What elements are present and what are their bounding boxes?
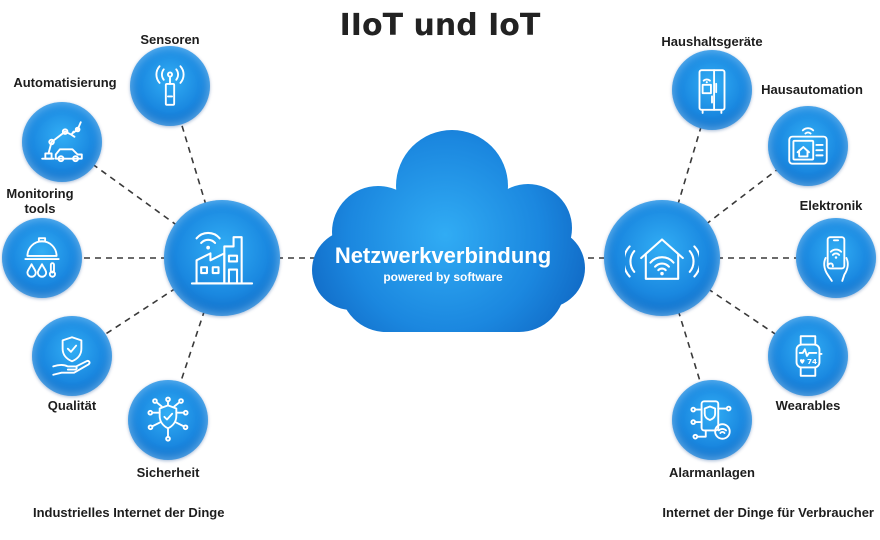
cloud-sublabel: powered by software [383, 270, 503, 284]
sensor-icon [155, 65, 185, 106]
connector-line [169, 85, 223, 259]
control-panel-icon [788, 127, 828, 165]
node-hausautomation [768, 106, 848, 186]
node-sensoren [130, 46, 210, 126]
node-elektronik [796, 218, 876, 298]
label-automatisierung: Automatisierung [13, 75, 117, 90]
factory-icon [190, 231, 254, 285]
label-monitoring-tools: Monitoring tools [6, 186, 74, 216]
alarm-phone-icon [690, 400, 732, 440]
node-qualitaet [32, 316, 112, 396]
cloud-icon [312, 130, 585, 332]
hub-consumer [604, 200, 720, 316]
label-haushaltsgeraete: Haushaltsgeräte [661, 34, 763, 49]
page-title: IIoT und IoT [339, 8, 541, 43]
node-alarmanlagen [672, 380, 752, 460]
watch-reading: 74 [807, 357, 817, 366]
security-shield-icon [147, 396, 189, 442]
label-qualitaet: Qualität [47, 398, 97, 413]
caption-consumer: Internet der Dinge für Verbraucher [662, 505, 874, 520]
caption-industrial: Industrielles Internet der Dinge [33, 505, 225, 520]
node-haushaltsgeraete [672, 50, 752, 130]
hand-shield-icon [52, 336, 91, 376]
label-wearables: Wearables [775, 398, 841, 413]
smartwatch-icon: 74 [795, 335, 823, 377]
connector-line [71, 257, 223, 357]
hub-industrial [164, 200, 280, 316]
node-monitoring-tools [2, 218, 82, 298]
smartphone-hand-icon [823, 236, 849, 282]
robot-arm-car-icon [41, 121, 83, 163]
fridge-icon [698, 69, 726, 114]
cloud-label: Netzwerkverbindung [334, 243, 552, 268]
label-alarmanlagen: Alarmanlagen [669, 465, 755, 480]
node-sicherheit [128, 380, 208, 460]
node-automatisierung [22, 102, 102, 182]
label-hausautomation: Hausautomation [761, 82, 863, 97]
node-wearables: 74 [768, 316, 848, 396]
label-sicherheit: Sicherheit [136, 465, 200, 480]
smart-home-icon [625, 238, 699, 280]
connector-line [661, 145, 809, 259]
monitoring-dome-icon [24, 237, 60, 278]
label-sensoren: Sensoren [140, 32, 200, 47]
label-elektronik: Elektronik [799, 198, 863, 213]
